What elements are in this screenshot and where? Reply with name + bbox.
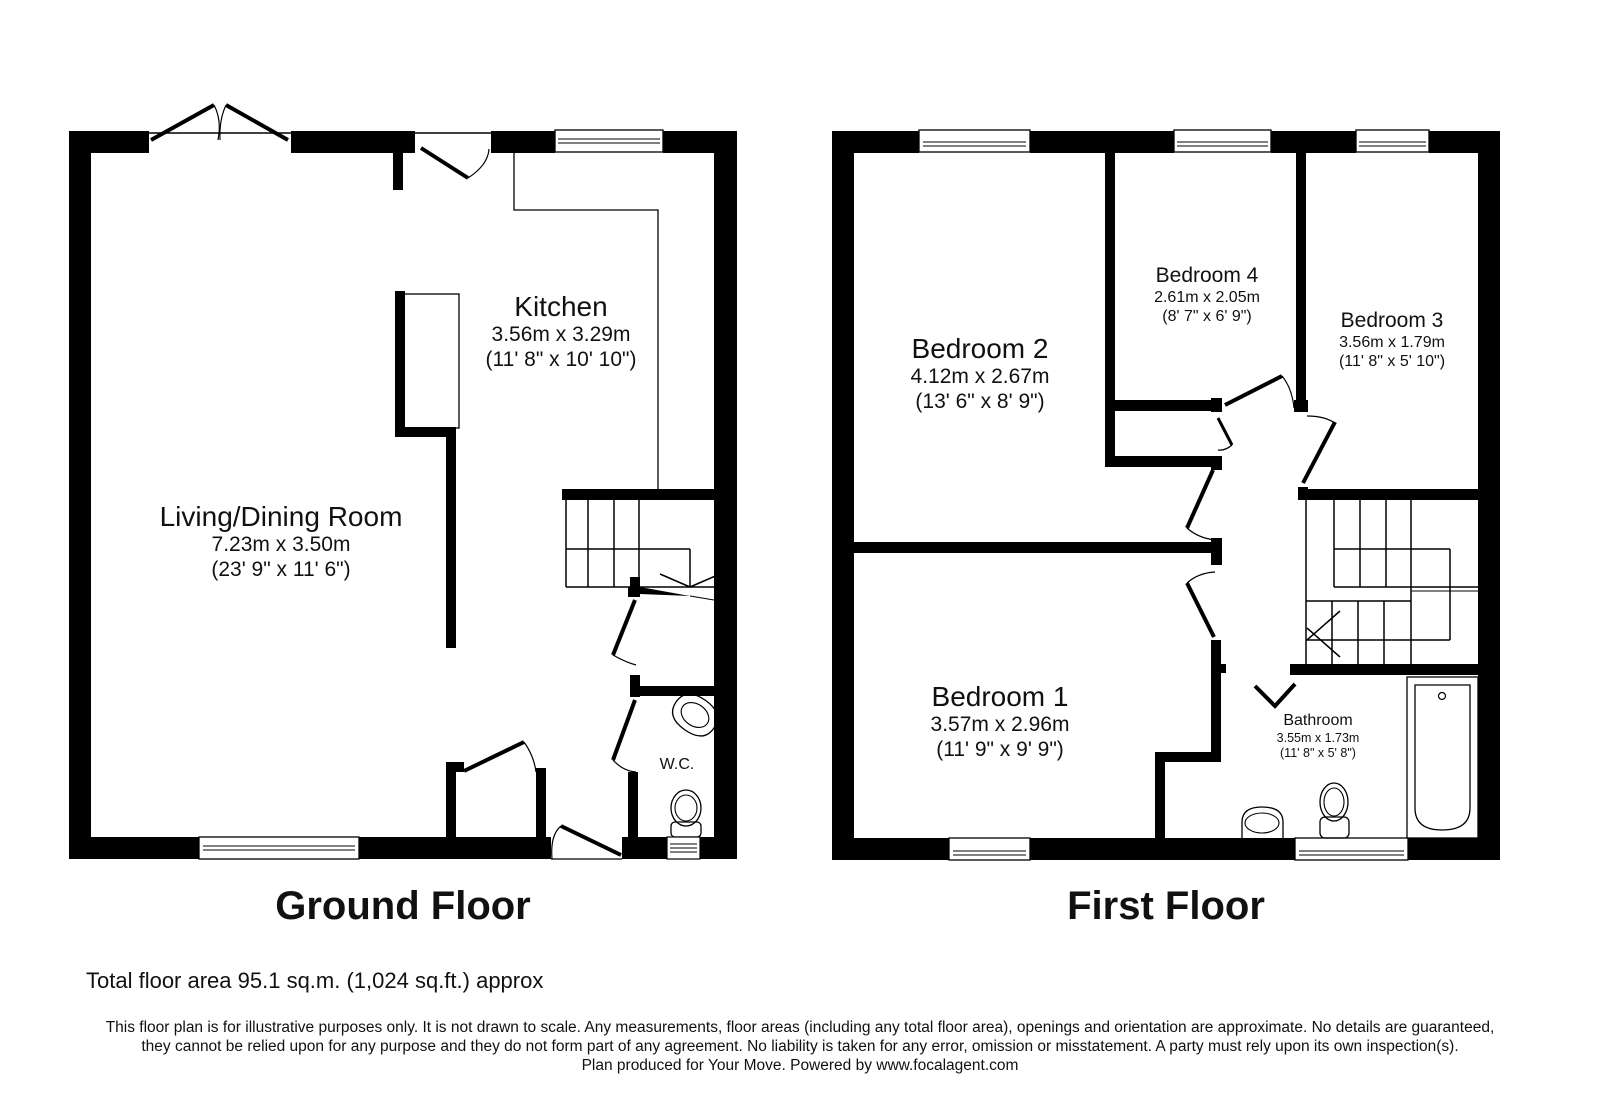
room-metric: 3.56m x 1.79m [1339, 333, 1445, 351]
room-name: Kitchen [514, 291, 608, 322]
disclaimer-line-3: Plan produced for Your Move. Powered by … [581, 1057, 1019, 1074]
disclaimer-line-2: they cannot be relied upon for any purpo… [141, 1038, 1459, 1055]
room-label-kitchen: Kitchen 3.56m x 3.29m (11' 8" x 10' 10") [486, 290, 637, 373]
room-name: Bathroom [1283, 712, 1353, 729]
room-metric: 7.23m x 3.50m [211, 533, 351, 557]
room-label-wc: W.C. [660, 756, 695, 775]
ground-floor-title: Ground Floor [275, 884, 531, 928]
room-metric: 4.12m x 2.67m [910, 365, 1050, 389]
room-name: Bedroom 4 [1155, 264, 1259, 287]
room-imperial: (11' 8" x 10' 10") [485, 347, 637, 371]
room-metric: 3.57m x 2.96m [930, 713, 1070, 737]
total-floor-area: Total floor area 95.1 sq.m. (1,024 sq.ft… [86, 968, 544, 993]
room-imperial: (11' 8" x 5' 8") [1280, 745, 1356, 760]
room-label-bedroom-2: Bedroom 2 4.12m x 2.67m (13' 6" x 8' 9") [911, 332, 1050, 415]
room-metric: 2.61m x 2.05m [1154, 288, 1260, 306]
room-imperial: (11' 9" x 9' 9") [936, 737, 1064, 761]
room-label-bedroom-1: Bedroom 1 3.57m x 2.96m (11' 9" x 9' 9") [931, 680, 1070, 763]
disclaimer: This floor plan is for illustrative purp… [0, 1018, 1600, 1075]
room-imperial: (11' 8" x 5' 10") [1338, 352, 1446, 370]
ground-floor-fixtures [149, 103, 721, 860]
room-name: Bedroom 3 [1340, 309, 1444, 332]
room-name: Bedroom 1 [931, 681, 1069, 712]
room-name: W.C. [659, 756, 695, 773]
room-imperial: (8' 7" x 6' 9") [1162, 307, 1252, 325]
room-name: Living/Dining Room [159, 501, 403, 532]
disclaimer-line-1: This floor plan is for illustrative purp… [105, 1019, 1495, 1036]
room-name: Bedroom 2 [911, 333, 1049, 364]
room-label-bedroom-4: Bedroom 4 2.61m x 2.05m (8' 7" x 6' 9") [1154, 264, 1260, 327]
room-metric: 3.55m x 1.73m [1276, 730, 1360, 745]
room-label-living-dining: Living/Dining Room 7.23m x 3.50m (23' 9"… [160, 500, 403, 583]
room-label-bathroom: Bathroom 3.55m x 1.73m (11' 8" x 5' 8") [1277, 712, 1360, 760]
room-imperial: (13' 6" x 8' 9") [915, 389, 1045, 413]
first-floor-title: First Floor [1067, 884, 1265, 928]
first-floor-fixtures [918, 129, 1479, 861]
room-imperial: (23' 9" x 11' 6") [211, 557, 351, 581]
room-metric: 3.56m x 3.29m [491, 323, 631, 347]
first-floor-plan [832, 131, 1500, 860]
room-label-bedroom-3: Bedroom 3 3.56m x 1.79m (11' 8" x 5' 10"… [1339, 309, 1445, 372]
ground-floor-plan [69, 131, 737, 859]
